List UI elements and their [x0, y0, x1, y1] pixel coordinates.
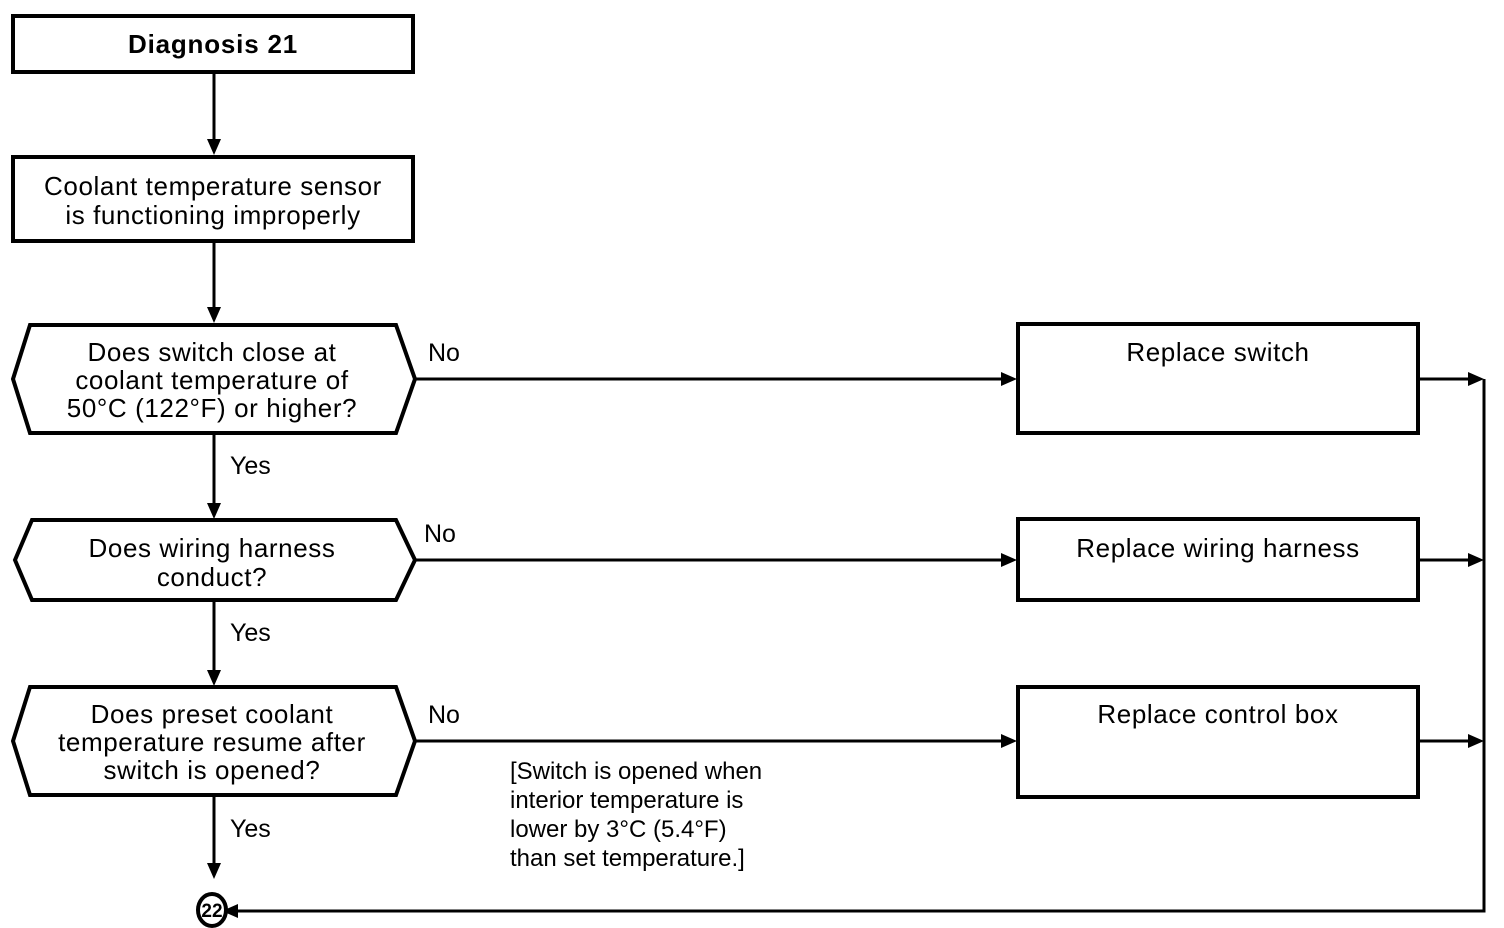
decision3-line-2: temperature resume after — [58, 727, 366, 757]
decision1-no-label: No — [428, 339, 460, 367]
decision1-hexagon — [10, 323, 418, 435]
symptom-box — [11, 155, 415, 243]
action1-box-label: Replace switch — [1126, 337, 1309, 367]
decision1-yes-label: Yes — [230, 452, 271, 480]
decision2-yes-label: Yes — [230, 619, 271, 647]
arrowhead-decision3-yes — [207, 863, 221, 879]
offpage-connector-circle — [196, 892, 228, 928]
right-return-bus — [232, 379, 1486, 913]
arrowhead-return-to-connector — [222, 904, 238, 918]
note-line-1: [Switch is opened when — [510, 758, 762, 785]
symptom-box-line-2: is functioning improperly — [65, 200, 360, 230]
action1-box — [1016, 322, 1420, 435]
arrowhead-symptom-to-decision1 — [207, 307, 221, 323]
arrowhead-decision3-no — [1001, 734, 1017, 748]
decision1-line-3: 50°C (122°F) or higher? — [67, 393, 357, 423]
arrowhead-action1-to-bus — [1468, 372, 1484, 386]
title-box-label: Diagnosis 21 — [128, 29, 298, 59]
note-line-3: lower by 3°C (5.4°F) — [510, 816, 727, 843]
arrowhead-decision2-yes — [207, 670, 221, 686]
arrowhead-action2-to-bus — [1468, 553, 1484, 567]
decision2-line-1: Does wiring harness — [89, 533, 336, 563]
decision2-line-2: conduct? — [157, 562, 267, 592]
decision1-line-1: Does switch close at — [88, 337, 337, 367]
symptom-box-line-1: Coolant temperature sensor — [44, 171, 382, 201]
offpage-connector-label: 22 — [201, 901, 222, 922]
arrowhead-title-to-symptom — [207, 139, 221, 155]
arrowhead-decision1-no — [1001, 372, 1017, 386]
decision2-hexagon — [12, 518, 418, 602]
decision3-no-label: No — [428, 701, 460, 729]
decision3-line-1: Does preset coolant — [91, 699, 334, 729]
arrowhead-action3-to-bus — [1468, 734, 1484, 748]
arrowhead-decision2-no — [1001, 553, 1017, 567]
decision3-hexagon — [10, 685, 418, 797]
decision3-line-3: switch is opened? — [104, 755, 321, 785]
decision2-no-label: No — [424, 520, 456, 548]
arrowhead-decision1-yes — [207, 503, 221, 519]
note-line-2: interior temperature is — [510, 787, 743, 814]
action3-box-label: Replace control box — [1097, 699, 1338, 729]
decision3-yes-label: Yes — [230, 815, 271, 843]
action2-box-label: Replace wiring harness — [1076, 533, 1359, 563]
decision1-line-2: coolant temperature of — [75, 365, 349, 395]
note-line-4: than set temperature.] — [510, 845, 745, 872]
